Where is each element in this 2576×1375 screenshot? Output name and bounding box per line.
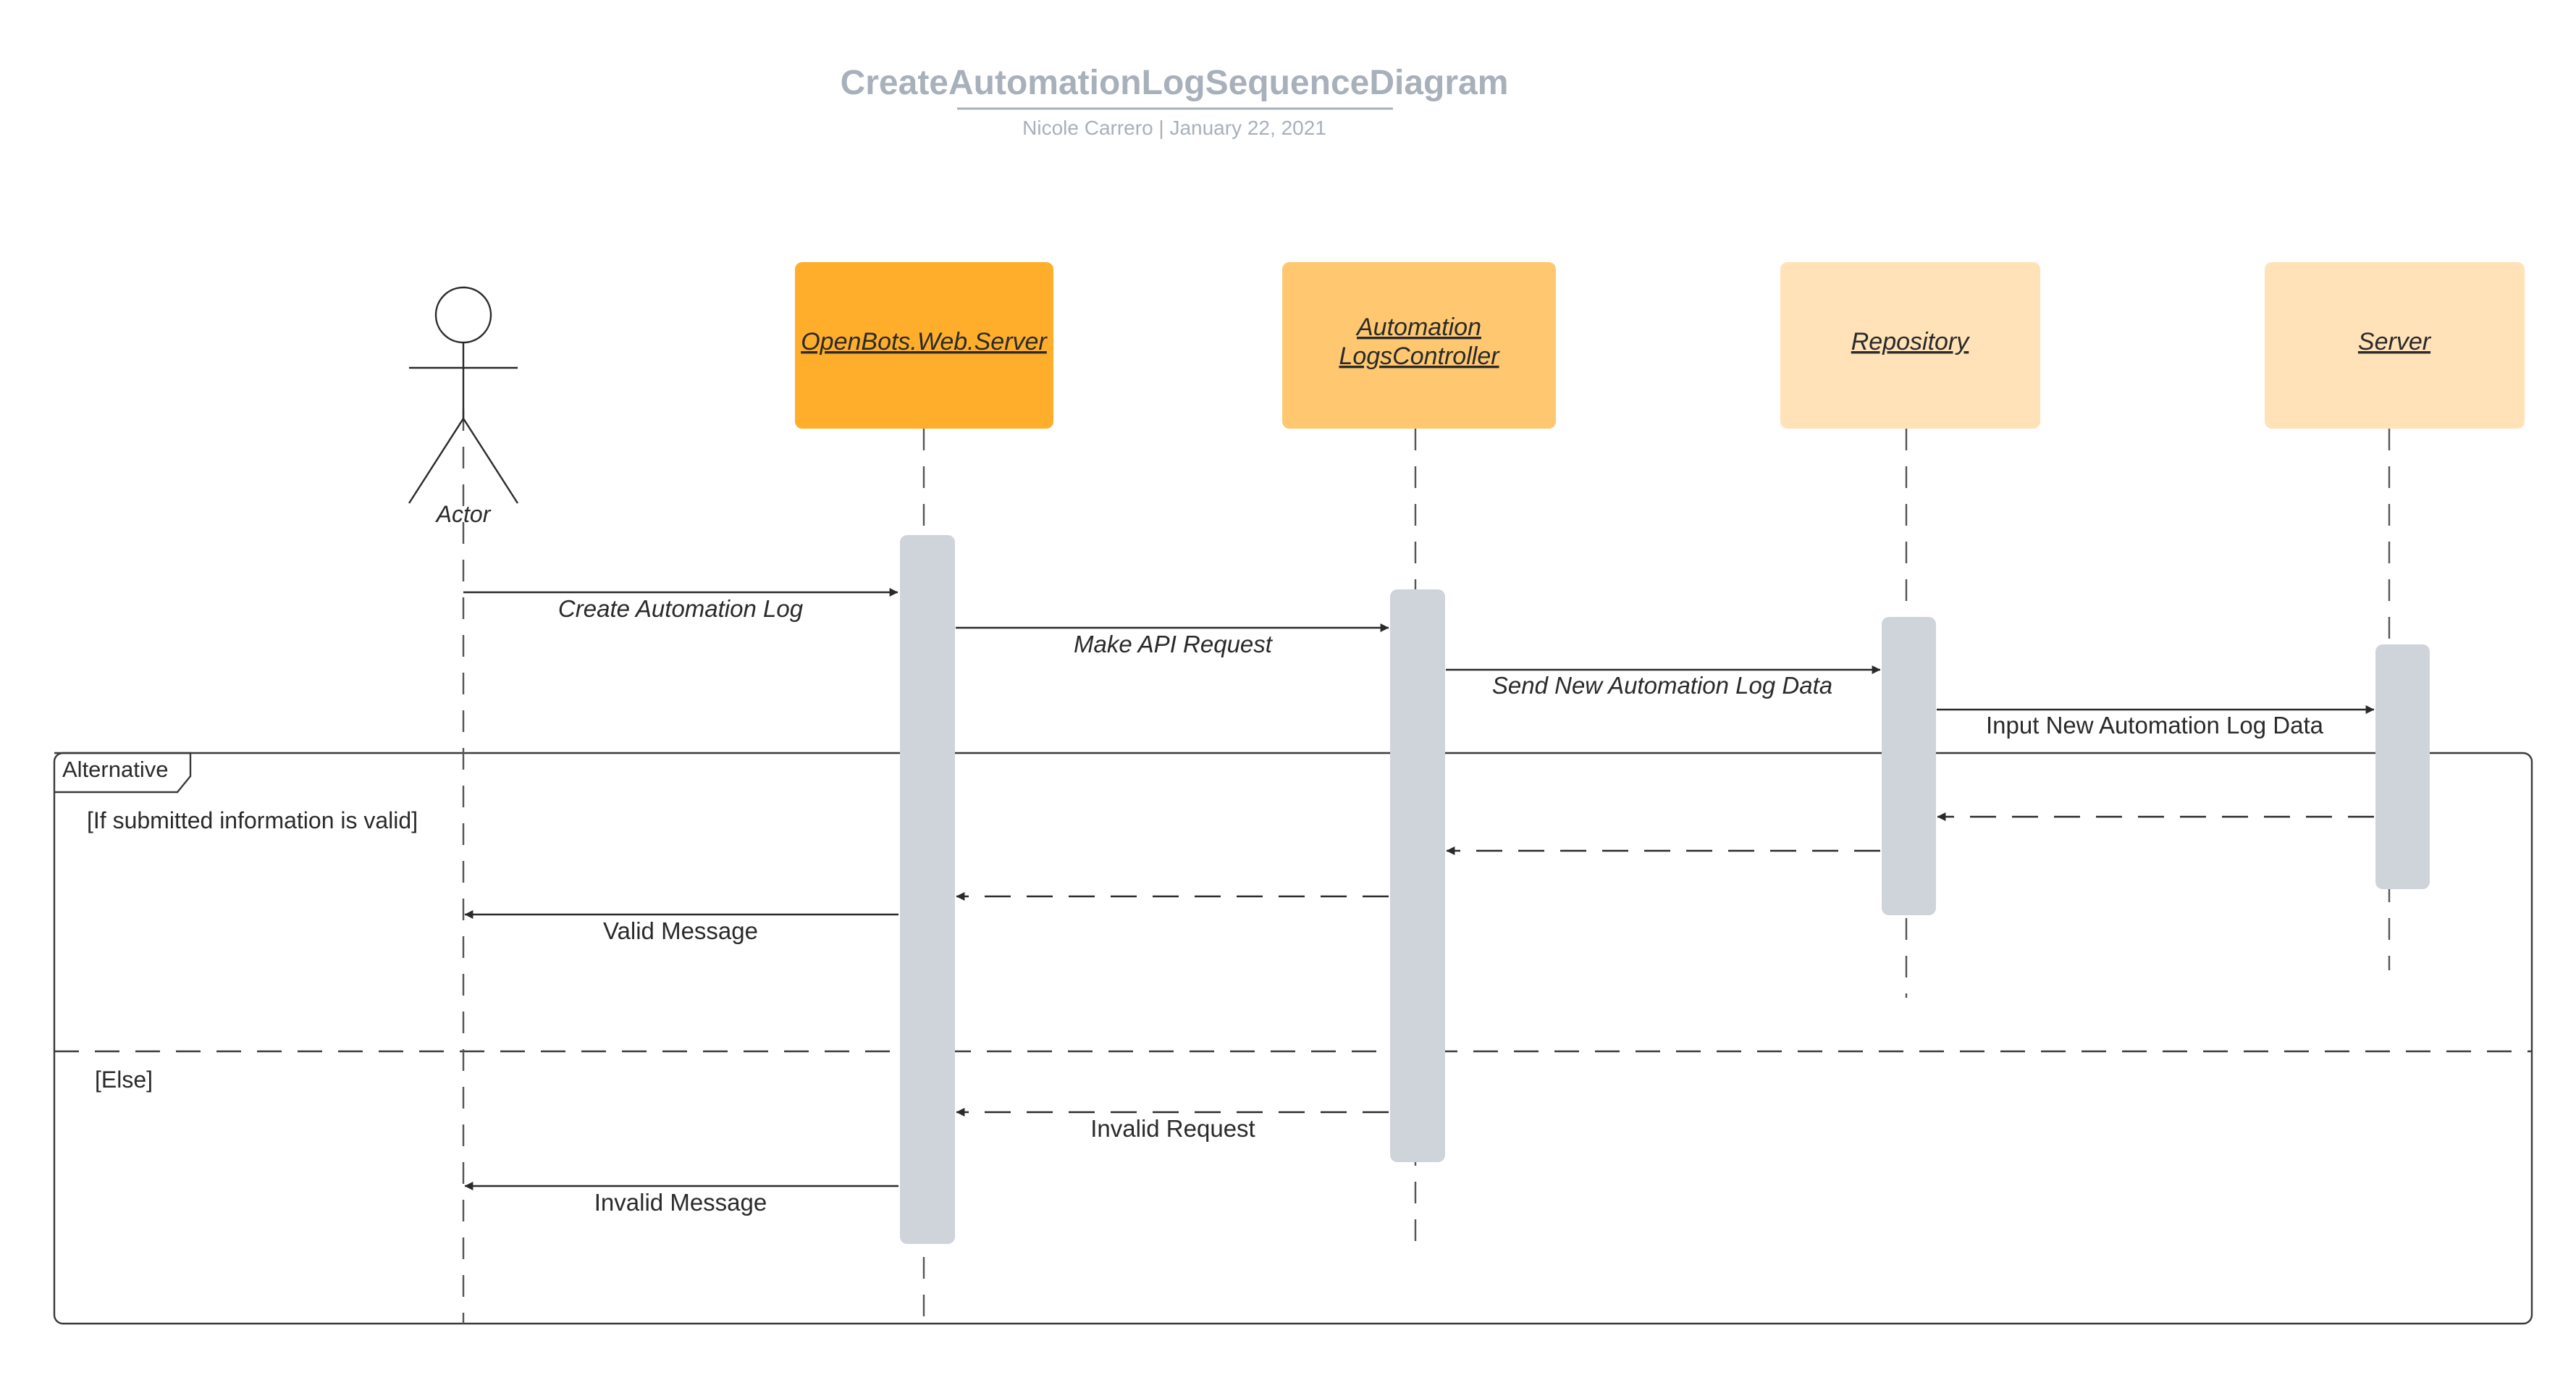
participant-server: Server bbox=[2265, 262, 2525, 429]
message-label-valid-message: Valid Message bbox=[603, 917, 758, 944]
diagram-title: CreateAutomationLogSequenceDiagram bbox=[841, 64, 1509, 102]
message-label-input-new-automation-log-data: Input New Automation Log Data bbox=[1986, 712, 2324, 739]
participant-box bbox=[1282, 262, 1556, 429]
participant-openbots-web-server: OpenBots.Web.Server bbox=[795, 262, 1053, 429]
actor-left-leg bbox=[408, 418, 465, 504]
message-label-make-api-request: Make API Request bbox=[1074, 631, 1274, 657]
participant-automation-logs-controller: Automation LogsController bbox=[1282, 262, 1556, 429]
participant-repository: Repository bbox=[1780, 262, 2040, 429]
alt-fragment-label: Alternative bbox=[62, 757, 168, 782]
activation-repository bbox=[1882, 617, 1936, 915]
participant-label: OpenBots.Web.Server bbox=[801, 328, 1048, 356]
actor: Actor bbox=[408, 286, 519, 527]
diagram-subtitle: Nicole Carrero | January 22, 2021 bbox=[1022, 117, 1326, 139]
alt-fragment: Alternative [If submitted information is… bbox=[53, 752, 2533, 1325]
participant-label-line1: Automation bbox=[1355, 314, 1481, 341]
participant-box bbox=[795, 262, 1053, 429]
activation-automation-logs-controller bbox=[1390, 589, 1445, 1162]
participant-box bbox=[1780, 262, 2040, 429]
participant-box bbox=[2265, 262, 2525, 429]
message-label-create-automation-log: Create Automation Log bbox=[558, 595, 804, 622]
activation-openbots-web-server bbox=[900, 535, 955, 1244]
alt-fragment-frame bbox=[53, 752, 2533, 1325]
message-label-invalid-request: Invalid Request bbox=[1090, 1115, 1255, 1142]
participant-label: Server bbox=[2358, 328, 2432, 356]
actor-label: Actor bbox=[435, 501, 492, 527]
participant-label: Repository bbox=[1851, 328, 1971, 356]
activation-server bbox=[2375, 644, 2430, 889]
actor-head-icon bbox=[434, 286, 492, 344]
actor-right-leg bbox=[462, 418, 519, 504]
alt-guard-else: [Else] bbox=[95, 1067, 153, 1093]
participant-label-line2: LogsController bbox=[1339, 342, 1500, 370]
alt-guard-if: [If submitted information is valid] bbox=[87, 807, 418, 833]
alt-fragment-tab bbox=[54, 752, 192, 794]
message-label-invalid-message: Invalid Message bbox=[594, 1189, 767, 1216]
message-label-send-new-automation-log-data: Send New Automation Log Data bbox=[1492, 672, 1832, 699]
